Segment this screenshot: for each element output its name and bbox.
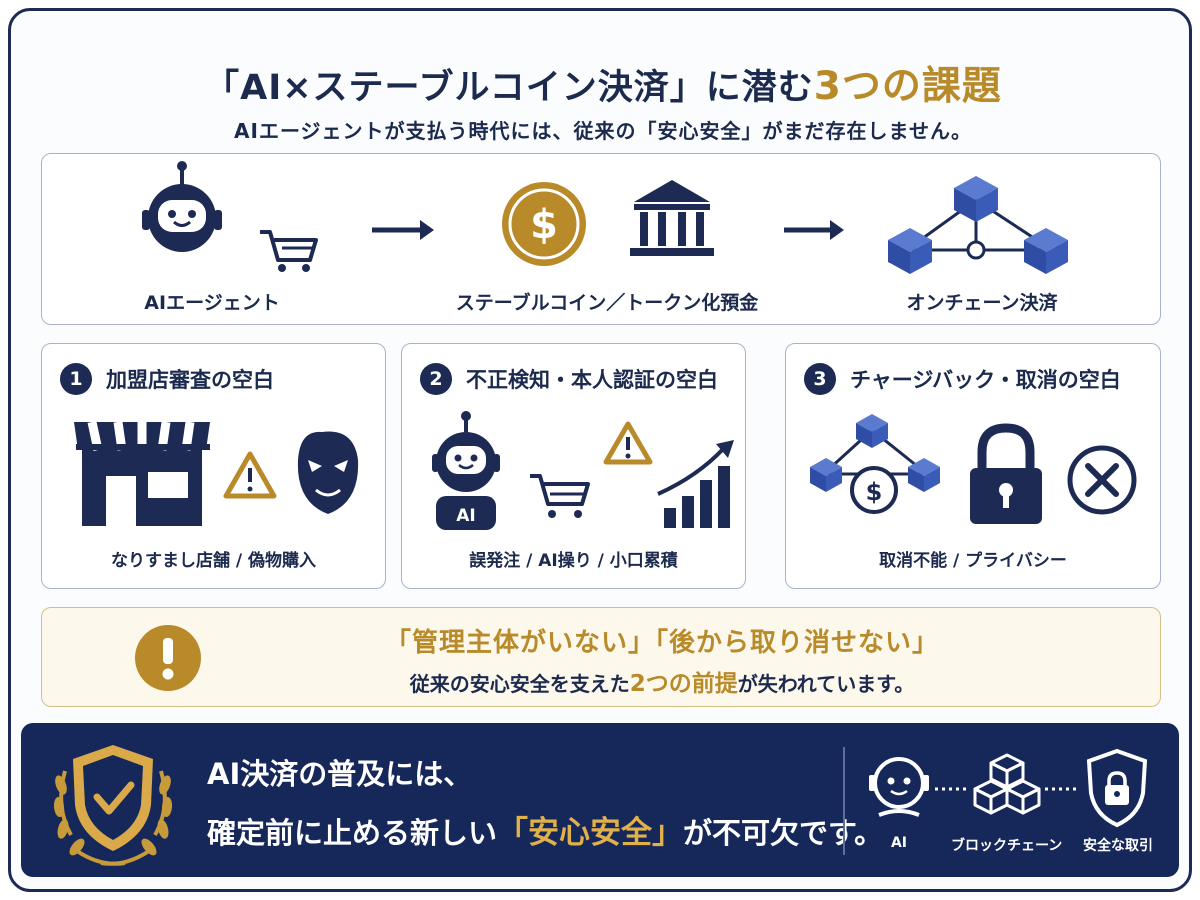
warning-headline: 「管理主体がいない」「後から取り消せない」 (384, 628, 939, 658)
shield-check-icon (53, 745, 173, 866)
challenge-card-3: $ 3 チャージバック・取消の空白 取消不能 / プライバシー (785, 343, 1161, 589)
challenge-card-1: 1 加盟店審査の空白 なりすまし店舗 / 偽物購入 (41, 343, 386, 589)
robot-cart-icon (142, 161, 318, 272)
page-title: 「AI×ステーブルコイン決済」に潜む3つの課題 (204, 64, 1002, 109)
flow-step-label-agent: AIエージェント (144, 292, 280, 314)
cart-icon (530, 474, 590, 518)
card-2-header: 2 不正検知・本人認証の空白 (420, 362, 718, 396)
payment-flow-panel: $ (41, 153, 1161, 325)
banner-divider (843, 747, 845, 855)
banner-graphics (53, 745, 1148, 866)
card-3-title: チャージバック・取消の空白 (850, 368, 1121, 392)
card1-graphics (74, 421, 359, 526)
infographic-frame: 「AI×ステーブルコイン決済」に潜む3つの課題 AIエージェントが支払う時代には… (8, 8, 1192, 892)
svg-text:$: $ (530, 202, 558, 248)
card-1-title: 加盟店審査の空白 (106, 368, 274, 392)
banner-icon-label-blockchain: ブロックチェーン (951, 838, 1063, 854)
cancel-icon (1067, 445, 1137, 515)
card-2-caption: 誤発注 / AI操り / 小口累積 (469, 551, 678, 571)
mask-icon (297, 431, 359, 514)
arrow-icon (372, 220, 434, 240)
conclusion-banner: AI決済の普及には、 確定前に止める新しい「安心安全」が不可欠です。 AI ブロ… (21, 723, 1179, 877)
card-2-number: 2 (420, 363, 452, 395)
warning-icon (603, 421, 653, 465)
bank-icon (630, 180, 714, 256)
flow-step-label-stablecoin: ステーブルコイン／トークン化預金 (455, 292, 759, 314)
warning-panel: 「管理主体がいない」「後から取り消せない」 従来の安心安全を支えた2つの前提が失… (41, 607, 1161, 707)
blocks-icon (973, 753, 1041, 815)
banner-line-2: 確定前に止める新しい「安心安全」が不可欠です。 (207, 815, 884, 851)
banner-icon-label-ai: AI (890, 835, 908, 851)
warning-subline: 従来の安心安全を支えた2つの前提が失われています。 (409, 671, 915, 697)
card-1-caption: なりすまし店舗 / 偽物購入 (110, 551, 317, 571)
arrow-icon (784, 220, 844, 240)
rising-chart-icon (657, 440, 734, 528)
exclamation-icon (135, 625, 201, 691)
lock-icon (970, 423, 1042, 524)
card-2-title: 不正検知・本人認証の空白 (466, 368, 718, 392)
warning-icon (223, 451, 277, 499)
store-icon (74, 421, 210, 526)
challenge-card-2: AI 2 不正検知・本人認証の空白 (401, 343, 746, 589)
shield-lock-icon (1086, 748, 1148, 828)
card-1-header: 1 加盟店審査の空白 (60, 362, 274, 396)
card3-graphics: $ (810, 414, 1137, 524)
svg-text:$: $ (866, 478, 883, 506)
ai-robot-icon (432, 411, 500, 530)
card-1-number: 1 (60, 363, 92, 395)
blockchain-icon (888, 176, 1068, 274)
flow-step-label-onchain: オンチェーン決済 (906, 292, 1058, 314)
banner-line-1: AI決済の普及には、 (207, 757, 473, 791)
page-subtitle: AIエージェントが支払う時代には、従来の「安心安全」がまだ存在しません。 (234, 119, 972, 143)
banner-icon-label-secure: 安全な取引 (1083, 838, 1153, 854)
robot-ai-label: AI (456, 506, 475, 526)
robot-icon (869, 757, 929, 817)
card-3-number: 3 (804, 363, 836, 395)
flow-graphics: $ (142, 161, 1068, 274)
card2-graphics: AI (432, 411, 734, 530)
card-3-header: 3 チャージバック・取消の空白 (804, 362, 1121, 396)
coin-icon: $ (502, 182, 586, 266)
blockchain-coin-icon: $ (810, 414, 940, 514)
card-3-caption: 取消不能 / プライバシー (879, 551, 1067, 571)
